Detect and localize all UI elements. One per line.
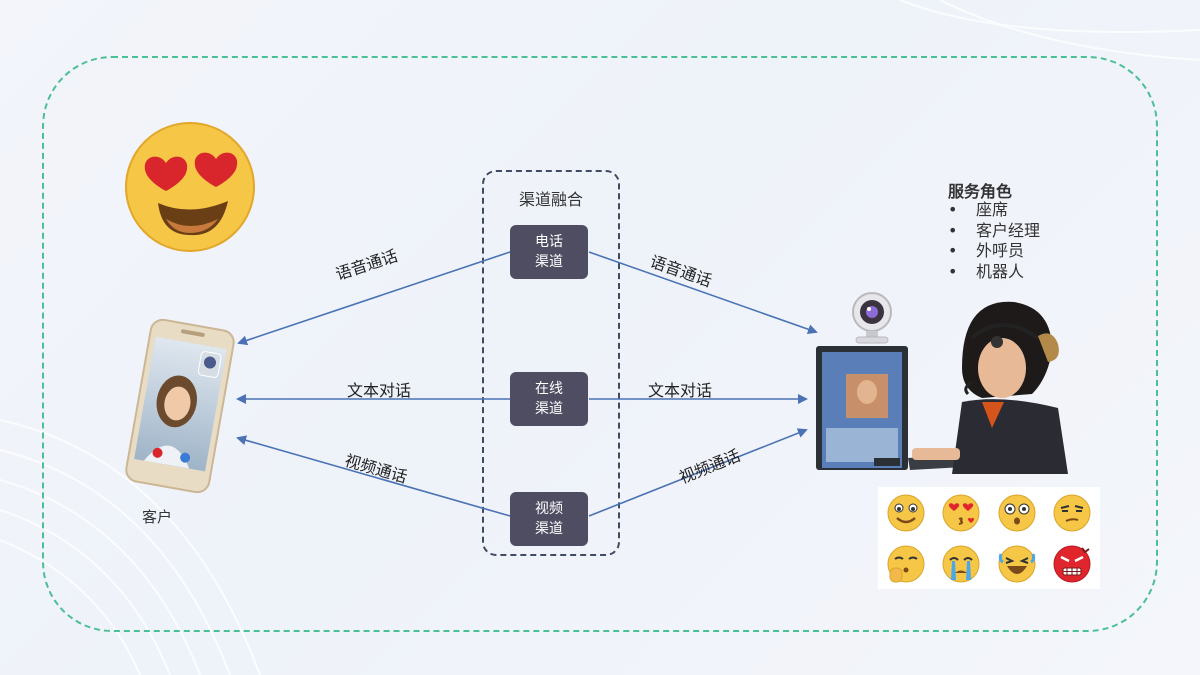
- angry-icon: [1053, 545, 1091, 582]
- outer-frame: [42, 56, 1158, 632]
- customer-label: 客户: [141, 508, 172, 526]
- webcam-icon: [852, 292, 892, 344]
- smartphone-icon: [125, 318, 235, 494]
- smirk-icon: [1053, 494, 1091, 531]
- role-text: 机器人: [976, 261, 1025, 281]
- arrow-video-right: [588, 428, 808, 517]
- role-text: 客户经理: [976, 220, 1041, 240]
- kiss-icon: [942, 494, 980, 531]
- laughing-icon: [998, 545, 1036, 582]
- arrow-voice-right: [588, 251, 818, 335]
- online-channel-box: 在线 渠道: [510, 372, 588, 426]
- channel-label: 视频: [535, 501, 563, 517]
- channel-label: 渠道: [535, 401, 563, 417]
- channel-label: 在线: [535, 381, 563, 397]
- left-text-label: 文本对话: [347, 381, 412, 400]
- arrow-voice-left: [237, 251, 511, 346]
- channel-fusion-group: [482, 170, 620, 556]
- role-text: 外呼员: [976, 241, 1025, 260]
- list-item: •外呼员: [948, 241, 1025, 260]
- arrow-video-left: [236, 435, 511, 517]
- agent-workstation-icon: [816, 301, 1068, 474]
- list-item: •机器人: [948, 261, 1025, 281]
- channel-group-title: 渠道融合: [518, 190, 583, 209]
- surprised-icon: [998, 494, 1036, 531]
- phone-channel-box: 电话 渠道: [510, 225, 588, 279]
- list-item: •客户经理: [948, 220, 1041, 240]
- channel-label: 渠道: [535, 254, 563, 270]
- right-text-label: 文本对话: [648, 381, 713, 400]
- shush-icon: [887, 545, 925, 582]
- smile-icon: [887, 494, 925, 531]
- emoji-grid: [878, 487, 1100, 589]
- list-item: •座席: [948, 200, 1009, 219]
- video-channel-box: 视频 渠道: [510, 492, 588, 546]
- role-text: 座席: [976, 200, 1009, 219]
- channel-label: 渠道: [535, 521, 563, 537]
- channel-label: 电话: [535, 234, 563, 250]
- roles-list: •座席 •客户经理 •外呼员 •机器人: [948, 200, 1040, 282]
- crying-icon: [942, 545, 980, 582]
- heart-eyes-emoji-icon: [125, 122, 255, 252]
- roles-title: 服务角色: [948, 182, 1013, 201]
